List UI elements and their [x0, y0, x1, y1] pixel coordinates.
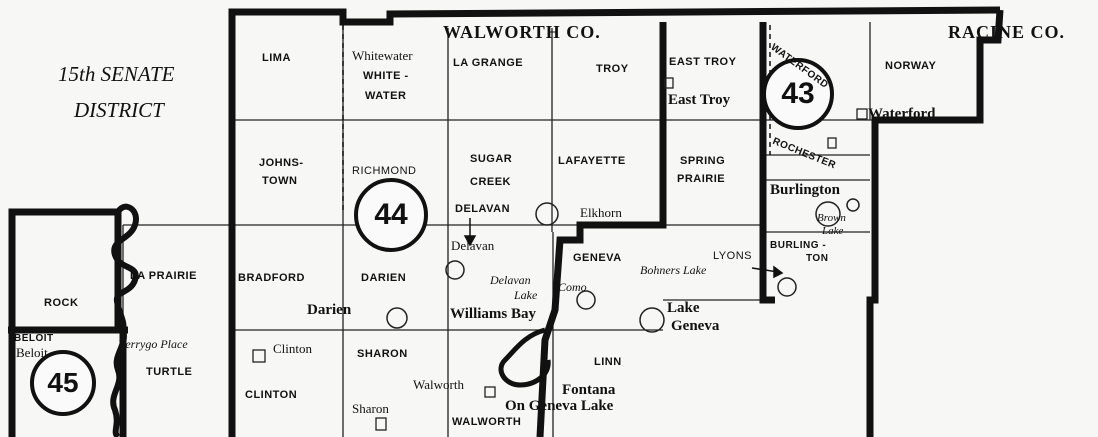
township-sugarcreek-b: CREEK: [470, 176, 512, 188]
place-whitewater: Whitewater: [352, 48, 413, 63]
place-elkhorn: Elkhorn: [580, 205, 622, 220]
lake-brown-b: Lake: [822, 225, 844, 237]
place-sharon: Sharon: [352, 401, 389, 416]
township-springprairie-a: SPRING: [680, 155, 726, 167]
township-sugarcreek-a: SUGAR: [470, 153, 513, 165]
township-rock: ROCK: [44, 297, 79, 309]
racine-county-label: RACINE CO.: [948, 22, 1066, 42]
township-whitewater-b: WATER: [365, 90, 407, 102]
township-burlington-b: TON: [806, 253, 829, 264]
lake-bohners: Bohners Lake: [640, 263, 707, 277]
place-perrygo-place: Perrygo Place: [118, 337, 188, 351]
township-turtle: TURTLE: [146, 366, 193, 378]
place-delavan: Delavan: [451, 238, 495, 253]
place-on-geneva-lake: On Geneva Lake: [505, 398, 614, 414]
turtle-river-edge: [110, 329, 127, 437]
township-lima: LIMA: [262, 52, 291, 64]
walworth-county-label: WALWORTH CO.: [443, 22, 601, 42]
lake-circles: [386, 198, 860, 333]
township-delavan: DELAVAN: [455, 203, 511, 215]
senate-district-line1: 15th SENATE: [58, 62, 175, 86]
township-whitewater-a: WHITE -: [363, 70, 409, 82]
township-beloit: BELOIT: [14, 333, 54, 344]
place-fontana: Fontana: [562, 382, 616, 398]
assembly-district-45: 45: [30, 350, 96, 416]
geneva-lake-shore: [498, 327, 551, 388]
place-clinton: Clinton: [273, 341, 313, 356]
township-richmond: RICHMOND: [352, 165, 417, 177]
township-johnstown-a: JOHNS-: [259, 157, 304, 169]
township-laprairie: LA PRAIRIE: [130, 270, 197, 282]
place-easttroy: East Troy: [668, 92, 731, 108]
township-lagrange: LA GRANGE: [453, 57, 524, 69]
place-como: Como: [558, 280, 587, 294]
township-troy: TROY: [596, 63, 629, 75]
township-darien: DARIEN: [361, 272, 407, 284]
township-lafayette: LAFAYETTE: [558, 155, 626, 167]
township-bradford: BRADFORD: [238, 272, 305, 284]
township-walworth: WALWORTH: [452, 416, 522, 428]
township-clinton: CLINTON: [245, 389, 298, 401]
township-burlington-a: BURLING -: [770, 240, 827, 251]
lake-brown-a: Brown: [817, 212, 846, 224]
place-walworth: Walworth: [413, 377, 464, 392]
township-lyons: LYONS: [713, 250, 752, 262]
township-easttroy: EAST TROY: [669, 56, 737, 68]
assembly-district-43: 43: [762, 58, 834, 130]
place-beloit: Beloit: [16, 345, 48, 360]
rock-river-edge: [111, 203, 139, 331]
township-norway: NORWAY: [885, 60, 937, 72]
place-markers: [252, 77, 868, 431]
lake-delavan-a: Delavan: [490, 273, 531, 287]
assembly-district-44: 44: [354, 178, 428, 252]
place-burlington: Burlington: [770, 182, 841, 198]
place-lakegeneva-a: Lake: [667, 300, 700, 316]
senate-district-line2: DISTRICT: [74, 98, 164, 122]
township-johnstown-b: TOWN: [262, 175, 298, 187]
township-sharon: SHARON: [357, 348, 408, 360]
township-geneva: GENEVA: [573, 252, 622, 264]
township-springprairie-b: PRAIRIE: [677, 173, 726, 185]
place-darien: Darien: [307, 302, 352, 318]
place-lakegeneva-b: Geneva: [671, 318, 720, 334]
place-williamsbay: Williams Bay: [450, 306, 536, 322]
township-linn: LINN: [594, 356, 622, 368]
lake-delavan-b: Lake: [514, 288, 538, 302]
place-waterford: Waterford: [868, 106, 936, 122]
bohners-arrow: [751, 265, 784, 279]
delavan-arrow: [463, 218, 477, 247]
